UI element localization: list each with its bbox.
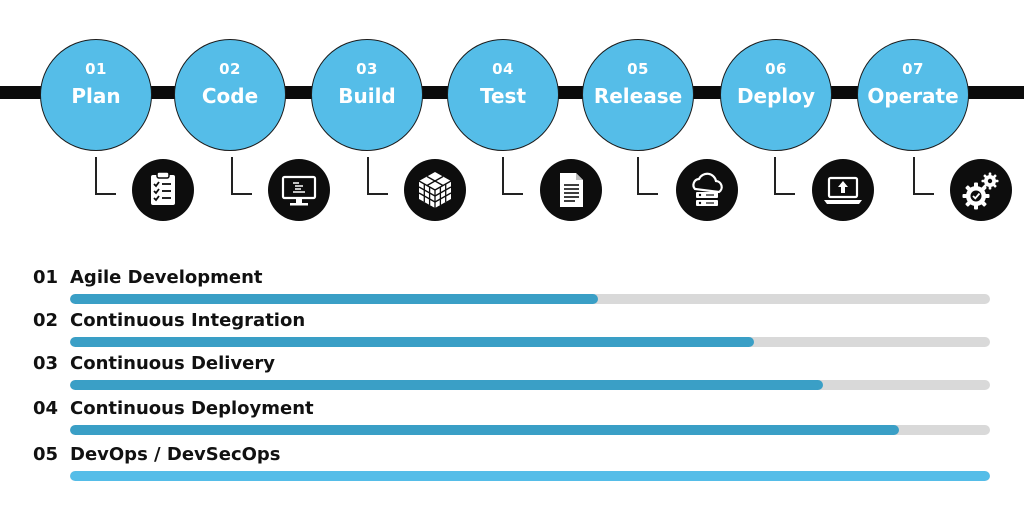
- progress-track: [70, 471, 990, 481]
- stage-code: 02 Code: [174, 39, 286, 151]
- progress-fill: [70, 425, 899, 435]
- progress-fill: [70, 471, 990, 481]
- stage-name: Deploy: [736, 84, 816, 108]
- stage-number: 05: [627, 60, 649, 78]
- stage-number: 01: [85, 60, 107, 78]
- progress-track: [70, 380, 990, 390]
- stage-test: 04 Test: [447, 39, 559, 151]
- gears-check-icon: [950, 159, 1012, 221]
- stage-name: Plan: [71, 84, 121, 108]
- progress-number: 03: [33, 353, 59, 374]
- progress-number: 01: [33, 267, 59, 288]
- connector-line: [913, 157, 934, 195]
- progress-row: 04 Continuous Deployment: [0, 398, 1024, 438]
- connector-line: [367, 157, 388, 195]
- document-icon: [540, 159, 602, 221]
- progress-row: 02 Continuous Integration: [0, 310, 1024, 350]
- stage-operate: 07 Operate: [857, 39, 969, 151]
- progress-label: Continuous Integration: [70, 310, 306, 331]
- clipboard-checklist-icon: [132, 159, 194, 221]
- stage-build: 03 Build: [311, 39, 423, 151]
- progress-label: Continuous Delivery: [70, 353, 275, 374]
- stage-number: 02: [219, 60, 241, 78]
- stage-release: 05 Release: [582, 39, 694, 151]
- connector-line: [231, 157, 252, 195]
- progress-row: 03 Continuous Delivery: [0, 353, 1024, 393]
- progress-fill: [70, 337, 754, 347]
- connector-line: [774, 157, 795, 195]
- stage-number: 07: [902, 60, 924, 78]
- progress-number: 05: [33, 444, 59, 465]
- stage-name: Build: [338, 84, 396, 108]
- progress-fill: [70, 380, 823, 390]
- stage-number: 04: [492, 60, 514, 78]
- stage-name: Code: [201, 84, 259, 108]
- laptop-upload-icon: [812, 159, 874, 221]
- stage-plan: 01 Plan: [40, 39, 152, 151]
- progress-row: 05 DevOps / DevSecOps: [0, 444, 1024, 484]
- connector-line: [95, 157, 116, 195]
- stage-name: Release: [593, 84, 683, 108]
- monitor-code-icon: [268, 159, 330, 221]
- progress-row: 01 Agile Development: [0, 267, 1024, 307]
- cloud-server-icon: [676, 159, 738, 221]
- progress-label: Agile Development: [70, 267, 263, 288]
- connector-line: [502, 157, 523, 195]
- progress-track: [70, 425, 990, 435]
- connector-line: [637, 157, 658, 195]
- progress-label: DevOps / DevSecOps: [70, 444, 281, 465]
- stage-name: Operate: [867, 84, 959, 108]
- stage-deploy: 06 Deploy: [720, 39, 832, 151]
- progress-track: [70, 337, 990, 347]
- progress-track: [70, 294, 990, 304]
- progress-label: Continuous Deployment: [70, 398, 314, 419]
- progress-number: 04: [33, 398, 59, 419]
- progress-fill: [70, 294, 599, 304]
- stage-number: 03: [356, 60, 378, 78]
- stage-number: 06: [765, 60, 787, 78]
- progress-number: 02: [33, 310, 59, 331]
- cube-blocks-icon: [404, 159, 466, 221]
- stage-name: Test: [479, 84, 526, 108]
